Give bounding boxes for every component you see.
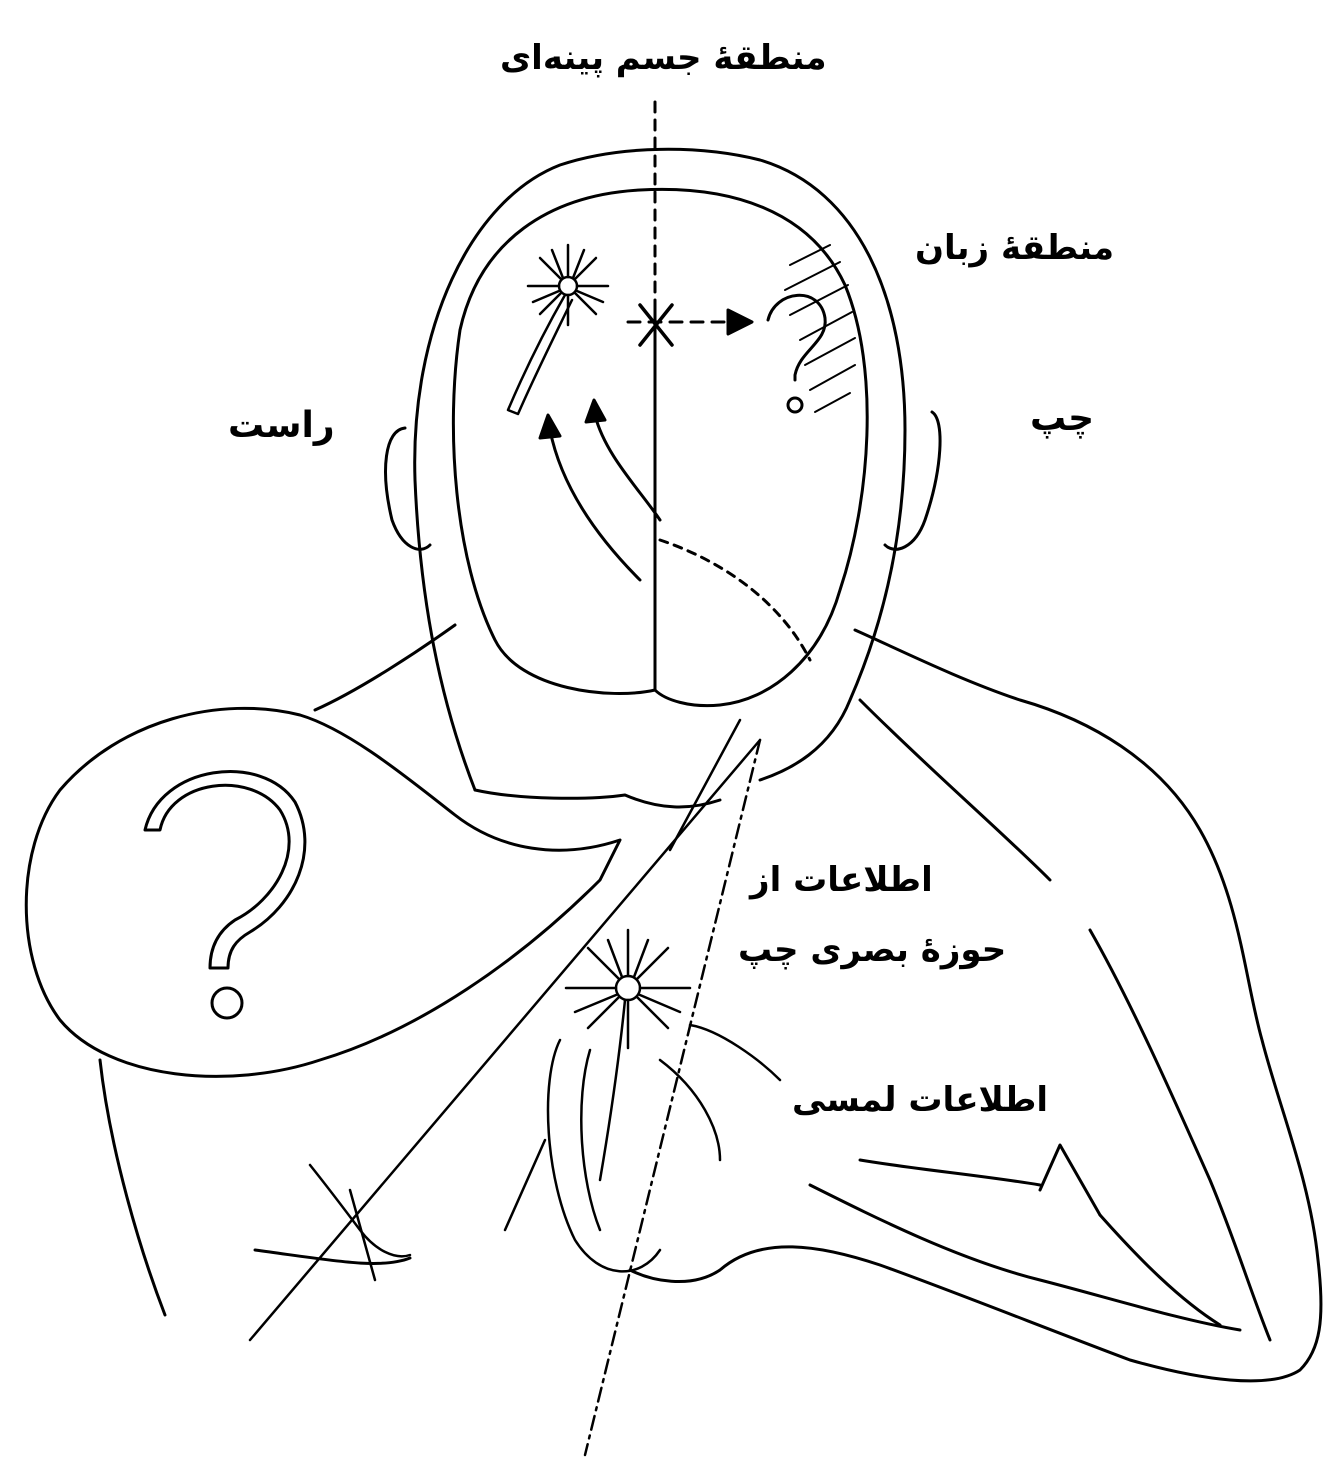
visual-pathway-arrows xyxy=(540,400,810,660)
tactile-info-label: اطلاعات لمسی xyxy=(792,1080,1048,1120)
body-outline xyxy=(100,625,1321,1381)
left-label: چپ xyxy=(1030,398,1094,439)
visual-field-lines xyxy=(250,720,760,1455)
head xyxy=(386,149,941,807)
left-visual-info-label-line1: اطلاعات از xyxy=(750,860,933,900)
brain xyxy=(453,95,867,706)
speech-bubble xyxy=(26,708,620,1076)
left-ear xyxy=(885,412,940,549)
corpus-callosum-label: منطقهٔ جسم پینه‌ای xyxy=(500,38,827,78)
chin xyxy=(475,790,720,807)
question-mark-icon xyxy=(768,295,825,412)
language-area-label: منطقهٔ زبان xyxy=(915,228,1114,268)
right-ear xyxy=(386,428,430,549)
hand xyxy=(505,1025,780,1271)
left-visual-info-label-line2: حوزهٔ بصری چپ xyxy=(738,930,1006,970)
held-flower-icon xyxy=(566,930,690,1180)
bubble-question-mark-icon xyxy=(145,772,305,1018)
flower-icon xyxy=(508,245,608,414)
language-area-hatch xyxy=(785,245,855,412)
right-label: راست xyxy=(228,405,335,446)
